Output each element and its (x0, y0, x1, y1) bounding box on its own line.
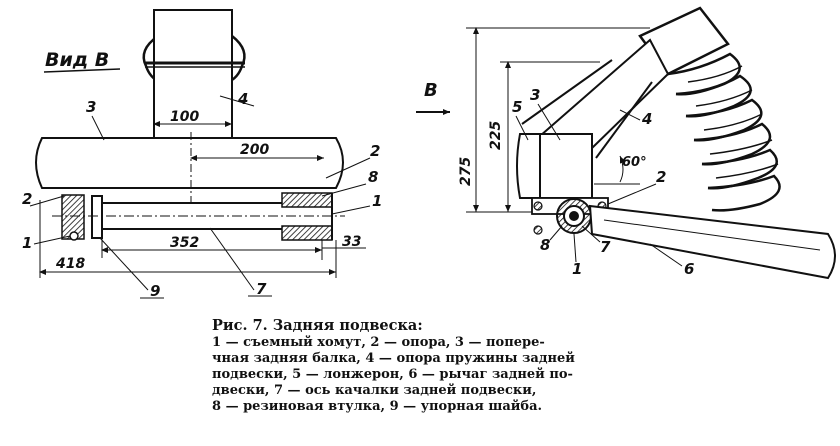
angle-60: 60° (622, 155, 647, 170)
leader-9-left (99, 237, 149, 291)
callout-2-rightview: 2 (656, 168, 666, 186)
callout-5: 5 (512, 98, 522, 116)
caption-title: Рис. 7. Задняя подвеска: (212, 317, 423, 334)
bracket-diagonal (595, 81, 653, 159)
callout-1-left: 1 (22, 234, 32, 252)
bracket-upper (521, 59, 613, 125)
dim-275: 275 (458, 157, 474, 186)
callout-9-left: 9 (150, 282, 160, 300)
callout-1-right: 1 (372, 192, 382, 210)
leader-1-rightview (573, 233, 577, 263)
view-arrow-label: В (424, 80, 438, 101)
leader-8-left (321, 183, 367, 197)
dim-225: 225 (488, 121, 504, 150)
bolt-left (69, 231, 79, 241)
callout-3: 3 (86, 98, 96, 116)
callout-4-right: 4 (641, 110, 652, 128)
leader-2-right (325, 157, 371, 179)
callout-3-right: 3 (530, 86, 540, 104)
lever-edge (603, 219, 821, 251)
dim-352: 352 (170, 235, 199, 251)
leader-5 (515, 115, 529, 141)
dim-33: 33 (342, 234, 361, 250)
right-view: В 275 225 (416, 6, 836, 280)
dim-418: 418 (55, 256, 85, 272)
left-view: Вид В 100 200 352 418 (22, 9, 382, 300)
callout-8-right: 8 (540, 236, 550, 254)
pivot-axle-core (569, 211, 579, 221)
callout-1-rightview: 1 (572, 260, 582, 278)
callout-7-left: 7 (256, 280, 267, 298)
side-member (516, 133, 541, 199)
leader-4-right (619, 109, 641, 121)
leader-3-right (537, 103, 561, 141)
caption-line-2: чная задняя балка, 4 — опора пружины зад… (212, 351, 575, 366)
view-b-underline (43, 68, 121, 73)
dim-100: 100 (170, 109, 199, 125)
leader-2-left (29, 195, 65, 207)
caption-line-1: 1 — съемный хомут, 2 — опора, 3 — попере… (212, 335, 545, 350)
spring-support-ring-right (227, 35, 246, 84)
leader-2-rightview (607, 183, 657, 205)
bolt-c (533, 225, 543, 235)
callout-6: 6 (684, 260, 694, 278)
leader-8-right (549, 225, 563, 241)
caption-line-4: двески, 7 — ось качалки задней подвески, (212, 383, 537, 398)
callout-2-right: 2 (370, 142, 380, 160)
view-b-label: Вид В (45, 49, 109, 71)
leader-4 (219, 95, 255, 107)
leader-1-left (33, 235, 71, 245)
leader-7-left (209, 227, 255, 291)
bolt-a (533, 201, 543, 211)
cross-beam-section (539, 133, 593, 199)
bushing-right-bottom (281, 225, 333, 241)
figure-caption: Рис. 7. Задняя подвеска: 1 — съемный хом… (212, 318, 642, 415)
dim-200: 200 (240, 142, 269, 158)
spring-support-post (153, 9, 233, 141)
angle-arc (619, 155, 626, 183)
callout-2-left: 2 (22, 190, 32, 208)
leader-7-right (581, 225, 601, 243)
cross-beam (35, 137, 344, 189)
washer-left (91, 195, 103, 239)
callout-8-left: 8 (368, 168, 378, 186)
coil-spring (638, 6, 781, 212)
leader-3 (91, 115, 105, 141)
leader-6 (649, 243, 683, 267)
suspension-lever (588, 204, 836, 280)
leader-1-right (331, 205, 371, 215)
caption-line-5: 8 — резиновая втулка, 9 — упорная шайба. (212, 399, 543, 414)
callout-7-right: 7 (600, 238, 611, 256)
caption-line-3: подвески, 5 — лонжерон, 6 — рычаг задней… (212, 367, 573, 382)
callout-4: 4 (237, 90, 248, 108)
